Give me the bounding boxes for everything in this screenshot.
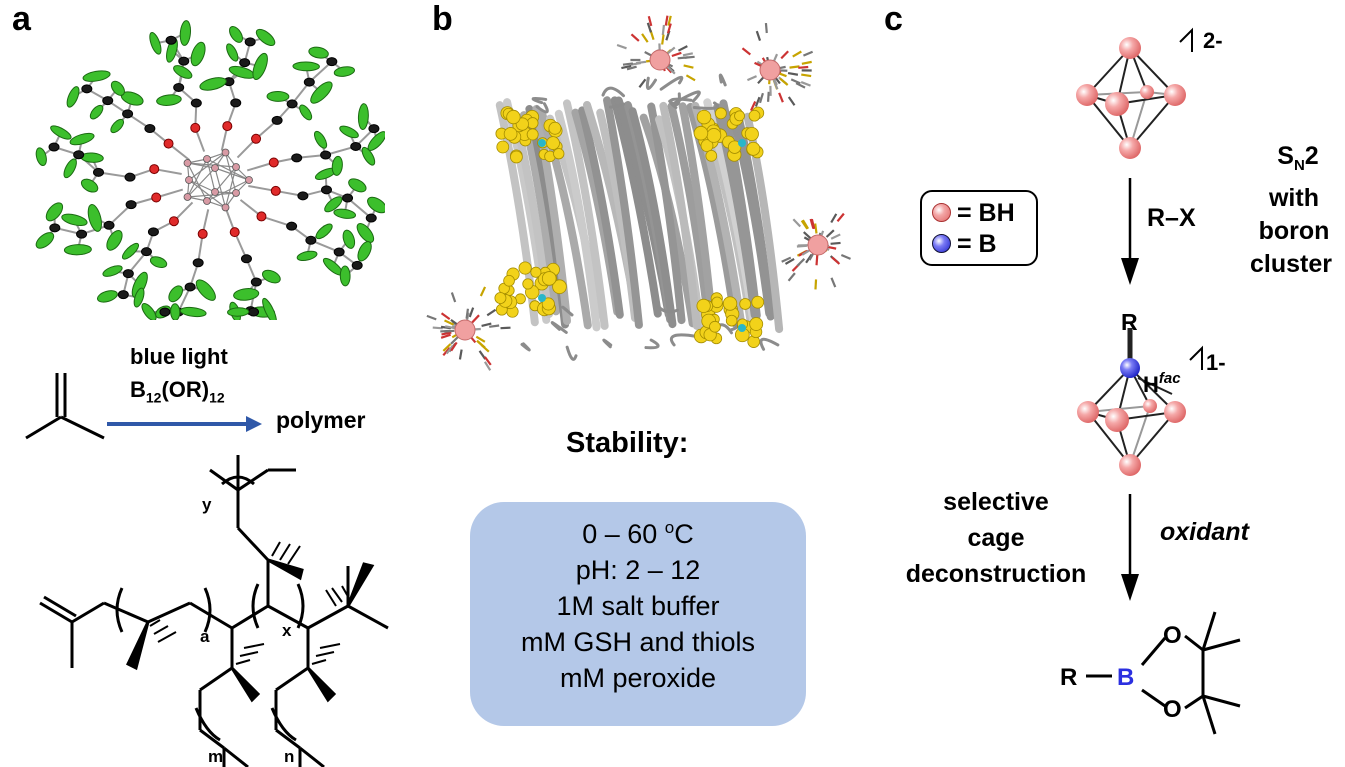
sn2-description: SN2 with boron cluster [1250,142,1332,278]
bh-vertices-top [1076,37,1186,159]
catalyst-condition-line1: blue light [130,344,228,369]
arrow-oxidation [1121,574,1139,601]
charge-mid: 1- [1206,350,1226,375]
stability-conditions-box: 0 – 60 oC pH: 2 – 12 1M salt buffer mM G… [470,502,806,726]
reaction-arrow-blue [107,416,262,432]
charge-top: 2- [1203,28,1223,53]
substituted-b-vertex [1120,358,1140,378]
isobutylene-to-polymer-scheme: y a x m n [25,373,389,767]
subscript-y: y [202,495,212,514]
isobutylene-structure [25,373,105,440]
bh-sphere-icon [932,202,951,222]
legend-b: = B [932,230,997,259]
subscript-n: n [284,747,294,766]
charge-bracket-mid [1189,345,1203,370]
r-substituent: R [1121,309,1138,335]
stability-item-peroxide: mM peroxide [559,663,717,693]
catalyst-formula: B12(OR)12 [130,377,225,406]
cluster-vertices-middle [1077,358,1186,476]
product-r: R [1060,664,1077,691]
panel-letter-b: b [432,0,453,38]
closo-cluster-top [1086,47,1176,149]
panel-letter-c: c [884,0,903,38]
atom-legend: = BH = B [920,190,1038,266]
product-oxygen-top: O [1163,622,1182,649]
subscript-a: a [200,627,210,646]
hashed-wedges [149,541,351,665]
stability-item-temperature: 0 – 60 oC [582,518,694,549]
pinacol-boronate [1086,611,1241,735]
crystal-structure-ortep [35,20,385,320]
stability-title: Stability: [566,427,689,459]
product-oxygen-bottom: O [1163,696,1182,723]
product-polymer-label: polymer [276,407,366,433]
stability-item-thiols: mM GSH and thiols [520,627,756,657]
charge-bracket-top [1179,27,1193,52]
b-sphere-icon [932,233,951,253]
polyisobutylene-structure [39,455,389,767]
subscript-x: x [282,621,292,640]
nido-cluster-middle [1087,328,1176,466]
product-boron: B [1117,664,1134,691]
arrow-sn2 [1121,258,1139,285]
cage-deconstruction-label: selective cage deconstruction [905,488,1087,588]
reagent-oxidant: oxidant [1160,518,1249,546]
legend-bh: = BH [932,199,1015,228]
protein-nanocluster-model [426,15,851,371]
stability-item-ph: pH: 2 – 12 [575,555,701,585]
panel-letter-a: a [12,0,31,38]
boron-cluster-reaction-scheme: 2- R Hfac 1- [1060,27,1241,735]
reagent-rx: R–X [1147,204,1196,232]
h-fac-label: Hfac [1143,370,1181,397]
stability-item-salt: 1M salt buffer [556,591,720,621]
subscript-m: m [208,747,223,766]
